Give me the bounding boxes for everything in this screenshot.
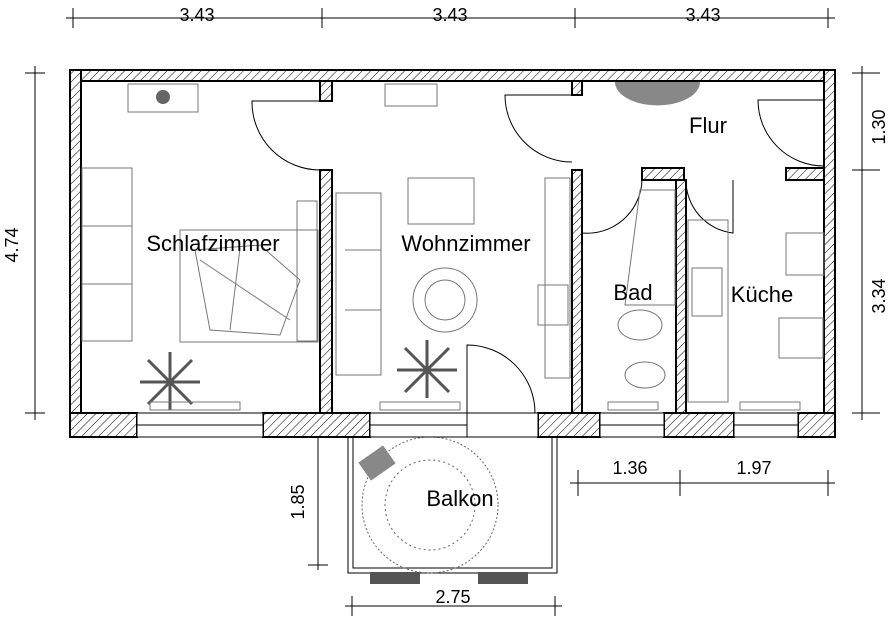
dim-top-2: 3.43 [432, 5, 467, 25]
sofa-icon [335, 192, 382, 376]
bathtub-icon [624, 189, 676, 306]
bed-icon [179, 229, 319, 343]
room-label-kueche: Küche [731, 282, 793, 307]
dim-top-1: 3.43 [179, 5, 214, 25]
sink-icon [617, 309, 663, 341]
room-label-balkon: Balkon [426, 486, 493, 511]
door-bad [581, 179, 643, 234]
kitchen-table-icon [778, 317, 824, 359]
plant-icon [397, 340, 457, 398]
room-label-flur: Flur [689, 113, 727, 138]
plant-icon [478, 572, 528, 584]
doors [251, 94, 825, 414]
furniture [81, 82, 825, 411]
dimension-lines [25, 8, 880, 616]
windows [136, 412, 799, 438]
walls [69, 69, 836, 438]
dim-bottom-kueche: 1.97 [736, 458, 771, 478]
toilet-icon [624, 361, 666, 389]
room-label-wohnzimmer: Wohnzimmer [401, 231, 530, 256]
kitchen-counter-icon [687, 219, 729, 403]
tv-icon [384, 83, 438, 107]
armchair-icon [407, 177, 475, 225]
dim-right-rooms: 3.34 [869, 278, 889, 313]
radiator-icon [739, 401, 801, 411]
door-schlafzimmer [251, 100, 321, 171]
radiator-icon [149, 401, 241, 411]
rug-icon [615, 82, 700, 106]
kitchen-sink-icon [691, 267, 723, 317]
dim-bottom-bad: 1.36 [612, 458, 647, 478]
chair-icon [358, 445, 396, 481]
lamp-icon [156, 90, 170, 104]
plant-icon [370, 572, 420, 584]
parasol-icon [361, 436, 499, 574]
dim-left: 4.74 [2, 227, 22, 262]
room-label-bad: Bad [613, 280, 652, 305]
room-label-schlafzimmer: Schlafzimmer [146, 231, 279, 256]
shelf-icon [544, 177, 571, 379]
dim-balkon-depth: 1.85 [288, 484, 308, 519]
door-flur [757, 99, 825, 167]
table-icon [412, 267, 478, 333]
fridge-icon [785, 232, 825, 276]
door-balkon [466, 344, 536, 414]
radiator-icon [607, 401, 659, 411]
dim-top-3: 3.43 [685, 5, 720, 25]
door-kueche [685, 179, 734, 234]
door-wohnzimmer [504, 94, 573, 163]
radiator-icon [379, 401, 461, 411]
dim-right-flur: 1.30 [869, 109, 889, 144]
dresser-icon [127, 83, 199, 113]
dim-balkon-width: 2.75 [435, 587, 470, 607]
plant-icon [140, 352, 200, 410]
blanket-icon [194, 244, 301, 336]
wardrobe-icon [81, 167, 133, 342]
balcony [347, 436, 558, 584]
